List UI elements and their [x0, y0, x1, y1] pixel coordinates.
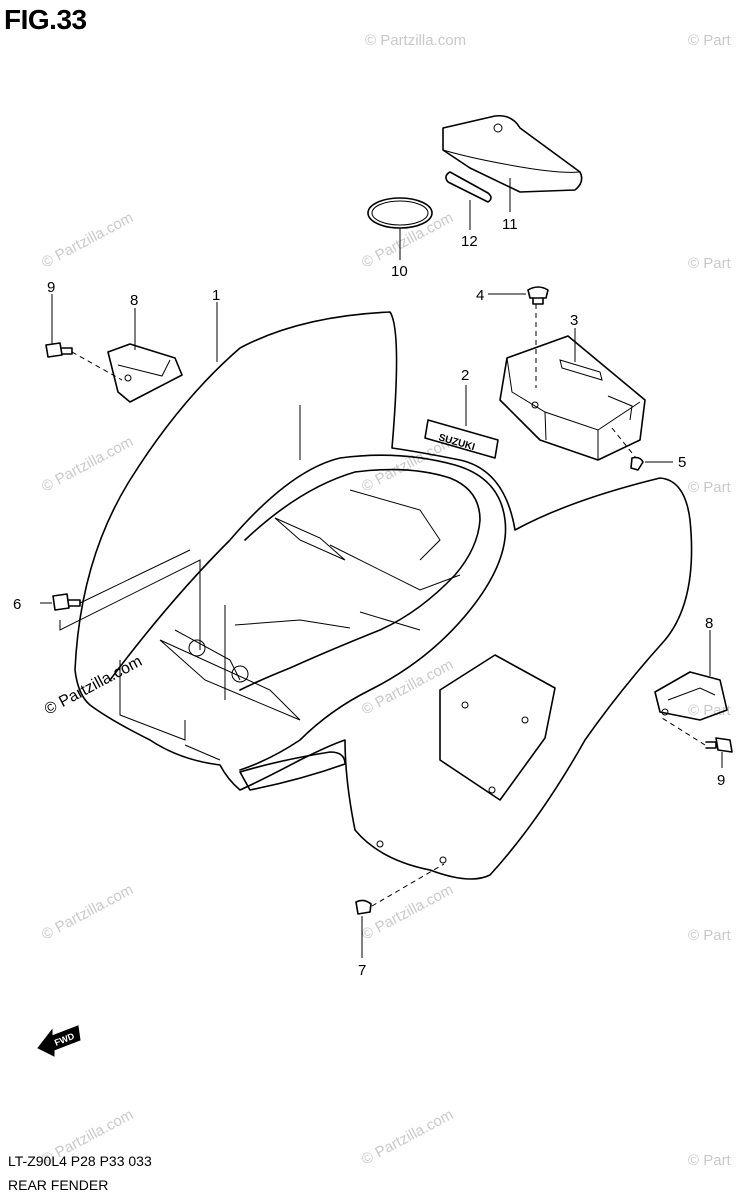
part-12-pin — [445, 171, 492, 203]
watermark: © Part — [688, 32, 732, 49]
callout-7: 7 — [358, 962, 366, 979]
callout-8-left: 8 — [130, 292, 138, 309]
callout-3: 3 — [570, 312, 578, 329]
callout-8-right: 8 — [705, 615, 713, 632]
part-11-seat-cover — [442, 114, 583, 193]
callout-12: 12 — [461, 233, 478, 250]
watermark: © Partzilla.com — [39, 433, 136, 495]
watermark: © Partzilla.com — [359, 881, 456, 943]
part-8-bracket-left — [107, 343, 183, 403]
watermark: © Part — [688, 255, 732, 272]
part-3-tray — [499, 335, 646, 461]
callout-11: 11 — [502, 216, 518, 233]
part-10-ring — [367, 197, 433, 229]
watermark: © Partzilla.com — [39, 209, 136, 271]
part-5-screw — [630, 456, 644, 471]
callout-9-right: 9 — [717, 772, 725, 789]
watermark: © Partzilla.com — [359, 656, 456, 718]
callout-labels: 1 2 3 4 5 6 7 8 8 9 9 10 11 12 — [13, 216, 725, 979]
section-name: REAR FENDER — [8, 1177, 109, 1193]
watermark: © Part — [688, 479, 732, 496]
watermark: © Part — [688, 1152, 732, 1169]
part-7-screw — [355, 899, 372, 915]
callout-2: 2 — [461, 367, 469, 384]
part-9-bolt-left — [45, 342, 73, 358]
callout-10: 10 — [391, 263, 408, 280]
part-1-rear-fender — [74, 311, 693, 880]
part-4-bolt — [527, 286, 549, 305]
callout-4: 4 — [476, 287, 484, 304]
callout-5: 5 — [678, 454, 686, 471]
callout-9-left: 9 — [47, 279, 55, 296]
part-6-bolt — [52, 593, 81, 611]
watermark: © Partzilla.com — [39, 881, 136, 943]
watermark: © Partzilla.com — [359, 1106, 456, 1168]
leader-lines — [40, 178, 723, 958]
watermark: © Part — [688, 702, 732, 719]
callout-6: 6 — [13, 596, 21, 613]
fwd-arrow-icon: FWD — [37, 1025, 81, 1057]
watermark: © Partzilla.com — [365, 32, 466, 49]
watermark-dark: © Partzilla.com — [42, 653, 145, 719]
part-8-bracket-right — [654, 671, 728, 721]
model-code: LT-Z90L4 P28 P33 033 — [8, 1153, 152, 1169]
figure-title: FIG.33 — [4, 4, 87, 35]
part-9-bolt-right — [705, 737, 733, 753]
watermark: © Part — [688, 927, 732, 944]
callout-1: 1 — [212, 287, 220, 304]
